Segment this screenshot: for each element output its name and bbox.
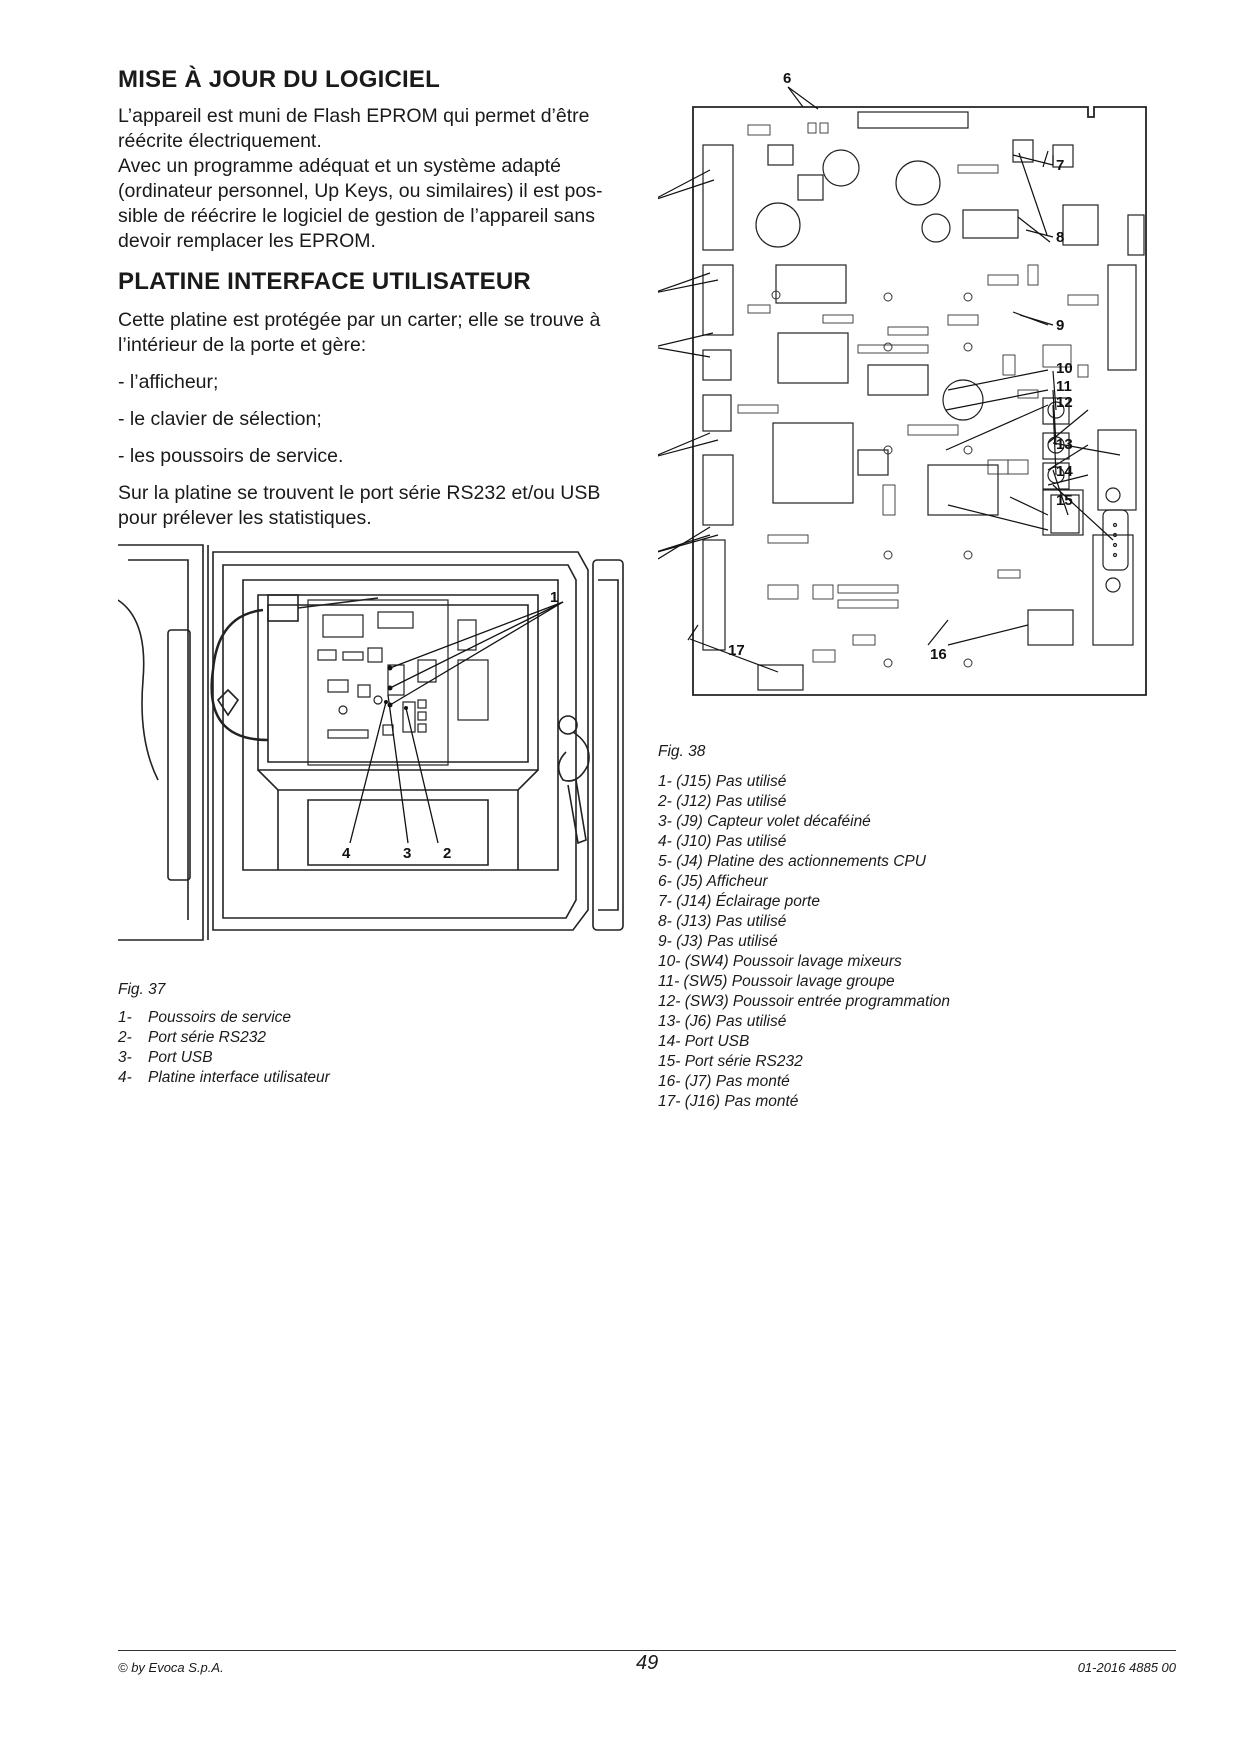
legend-item: 12- (SW3) Poussoir entrée programmation <box>658 993 951 1010</box>
legend-item: 10- (SW4) Poussoir lavage mixeurs <box>658 953 902 970</box>
fig38-callout-14: 14 <box>1056 463 1073 480</box>
fig37-callout-1: 1 <box>550 589 558 606</box>
body-line: pour prélever les statistiques. <box>118 507 372 529</box>
fig38-callout-7: 7 <box>1056 157 1064 174</box>
page-number: 49 <box>636 1652 659 1674</box>
legend-item: 4-Platine interface utilisateur <box>118 1069 330 1086</box>
legend-item: 2- (J12) Pas utilisé <box>658 793 787 810</box>
fig38-callout-8: 8 <box>1056 229 1064 246</box>
legend-item: 9- (J3) Pas utilisé <box>658 933 778 950</box>
fig38-callout-6: 6 <box>783 70 791 87</box>
fig38-callout-17: 17 <box>728 642 745 659</box>
section-software-update-body: L’appareil est muni de Flash EPROM qui p… <box>118 104 638 254</box>
legend-item: 7- (J14) Éclairage porte <box>658 893 820 910</box>
fig37-callout-2: 2 <box>443 845 451 862</box>
legend-item: 5- (J4) Platine des actionnements CPU <box>658 853 926 870</box>
body-line: (ordinateur personnel, Up Keys, ou simil… <box>118 180 603 202</box>
legend-item: 11- (SW5) Poussoir lavage groupe <box>658 973 895 990</box>
body-line: Sur la platine se trouvent le port série… <box>118 482 601 504</box>
bullet-item: - le clavier de sélection; <box>118 408 322 430</box>
legend-item: 2-Port série RS232 <box>118 1029 267 1046</box>
fig38-callout-11: 11 <box>1056 378 1072 395</box>
body-line: sible de réécrire le logiciel de gestion… <box>118 205 595 227</box>
legend-item: 14- Port USB <box>658 1033 750 1050</box>
fig38-callout-12: 12 <box>1056 394 1073 411</box>
legend-item: 13- (J6) Pas utilisé <box>658 1013 787 1030</box>
bullet-item: - les poussoirs de service. <box>118 445 344 467</box>
legend-item: 1-Poussoirs de service <box>118 1009 292 1026</box>
body-line: Avec un programme adéquat et un système … <box>118 155 561 177</box>
fig38-callout-10: 10 <box>1056 360 1073 377</box>
fig38-callout-16: 16 <box>930 646 947 663</box>
fig37-callout-3: 3 <box>403 845 411 862</box>
legend-item: 16- (J7) Pas monté <box>658 1073 790 1090</box>
footer-doc-code: 01-2016 4885 00 <box>1077 1660 1176 1675</box>
bullet-item: - l’afficheur; <box>118 371 219 393</box>
section-title-software-update: MISE À JOUR DU LOGICIEL <box>118 66 440 93</box>
fig38-callout-13: 13 <box>1056 436 1073 453</box>
section-title-user-interface-board: PLATINE INTERFACE UTILISATEUR <box>118 268 531 295</box>
footer-copyright: © by Evoca S.p.A. <box>118 1660 224 1675</box>
fig38-pcb-diagram: 6 5 4 3 2 1 7 8 9 10 11 12 13 14 15 16 1… <box>658 70 1147 696</box>
body-line: Cette platine est protégée par un carter… <box>118 309 601 331</box>
fig38-callout-9: 9 <box>1056 317 1064 334</box>
fig38-caption: Fig. 38 <box>658 743 706 760</box>
legend-item: 3- (J9) Capteur volet décaféiné <box>658 813 871 830</box>
footer-rule <box>118 1650 1176 1651</box>
fig37-caption: Fig. 37 <box>118 981 166 998</box>
body-line: l’intérieur de la porte et gère: <box>118 334 367 356</box>
body-line: L’appareil est muni de Flash EPROM qui p… <box>118 105 590 127</box>
legend-item: 4- (J10) Pas utilisé <box>658 833 787 850</box>
fig38-callout-15: 15 <box>1056 492 1073 509</box>
body-line: réécrite électriquement. <box>118 130 322 152</box>
legend-item: 8- (J13) Pas utilisé <box>658 913 787 930</box>
fig37-door-illustration: 1 2 3 4 <box>118 544 624 941</box>
legend-item: 15- Port série RS232 <box>658 1053 803 1070</box>
legend-item: 6- (J5) Afficheur <box>658 873 768 890</box>
legend-item: 1- (J15) Pas utilisé <box>658 773 787 790</box>
legend-item: 3-Port USB <box>118 1049 213 1066</box>
fig38-legend: 1- (J15) Pas utilisé 2- (J12) Pas utilis… <box>658 772 950 1112</box>
fig37-legend: 1-Poussoirs de service 2-Port série RS23… <box>118 1008 330 1088</box>
legend-item: 17- (J16) Pas monté <box>658 1093 799 1110</box>
section-user-interface-body: Cette platine est protégée par un carter… <box>118 308 638 531</box>
body-line: devoir remplacer les EPROM. <box>118 230 376 252</box>
fig37-callout-4: 4 <box>342 845 351 862</box>
